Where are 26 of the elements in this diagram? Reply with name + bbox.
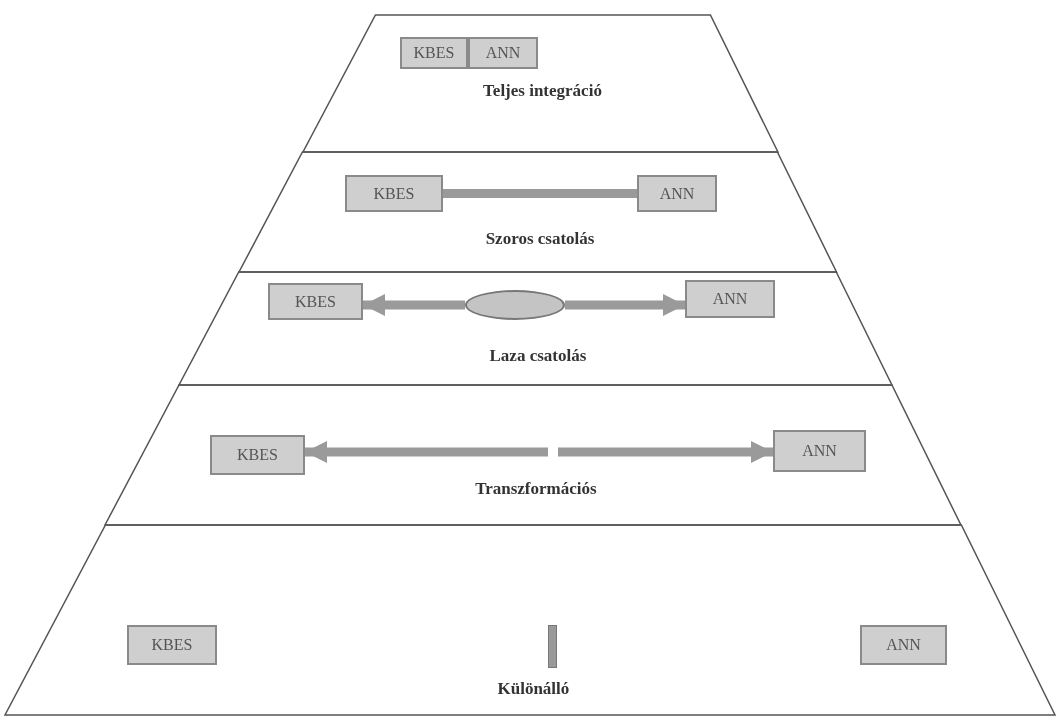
tier-label: Teljes integráció [483, 80, 602, 102]
system-box: ANN [860, 625, 947, 665]
tier-label: Laza csatolás [489, 345, 587, 367]
tier-label: Különálló [497, 678, 570, 700]
system-box: ANN [685, 280, 775, 318]
arrow [558, 441, 773, 463]
pyramid-tier [302, 15, 778, 152]
tier-label: Szoros csatolás [485, 228, 595, 250]
pyramid-tier [179, 272, 893, 385]
arrow [305, 441, 548, 463]
tier-label: Transzformációs [475, 478, 597, 500]
arrow [363, 294, 465, 316]
arrow [565, 294, 685, 316]
connector-bar [443, 189, 637, 198]
system-box: ANN [637, 175, 717, 212]
system-box: KBES [400, 37, 468, 69]
system-box: KBES [345, 175, 443, 212]
system-box: ANN [468, 37, 538, 69]
system-box: KBES [268, 283, 363, 320]
pyramid-tier [239, 152, 837, 272]
system-box: ANN [773, 430, 866, 472]
pyramid-tier [105, 385, 962, 525]
system-box: KBES [210, 435, 305, 475]
pyramid-tier [5, 525, 1055, 715]
system-box: KBES [127, 625, 217, 665]
separator-bar [548, 625, 557, 668]
